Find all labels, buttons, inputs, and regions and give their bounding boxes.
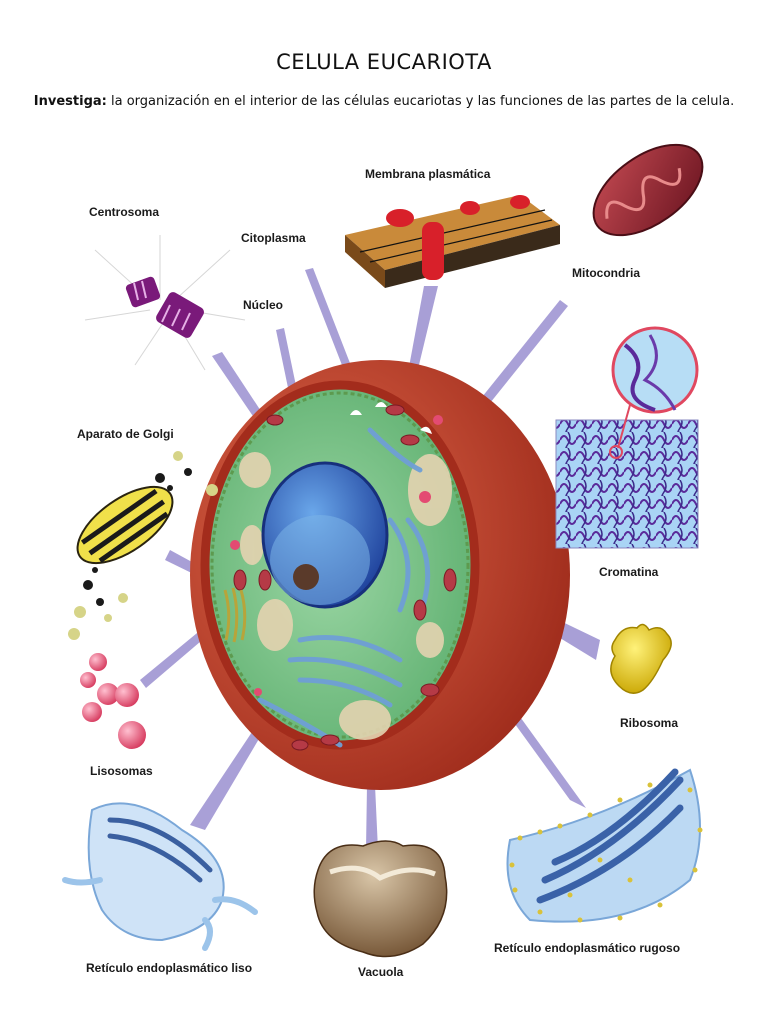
membrane-illustration (345, 195, 560, 288)
instruction-bold: Investiga: (33, 94, 107, 109)
label-vacuola: Vacuola (358, 965, 404, 979)
label-reticulo-liso: Retículo endoplasmático liso (86, 961, 253, 975)
label-mitocondria: Mitocondria (572, 266, 640, 280)
label-cromatina: Cromatina (599, 565, 659, 579)
instruction-text: Investiga: la organización en el interio… (0, 94, 768, 109)
label-reticulo-rugoso: Retículo endoplasmático rugoso (494, 941, 681, 955)
golgi-illustration (68, 451, 218, 640)
label-ribosoma: Ribosoma (620, 716, 679, 730)
label-aparato-golgi: Aparato de Golgi (77, 427, 174, 441)
instruction-body: la organización en el interior de las cé… (106, 94, 735, 109)
ribosome-illustration (610, 623, 672, 694)
centrosome-illustration (84, 235, 246, 371)
label-membrana-plasmatica: Membrana plasmática (365, 167, 491, 181)
vacuole-illustration (313, 840, 448, 958)
label-lisosomas: Lisosomas (90, 764, 153, 778)
page-title: CELULA EUCARIOTA (276, 50, 492, 74)
mitochondrion-illustration (592, 143, 704, 237)
chromatin-illustration (555, 326, 699, 549)
label-nucleo: Núcleo (243, 298, 284, 312)
lysosome-illustration (80, 653, 146, 749)
smooth-er-illustration (62, 802, 258, 951)
label-citoplasma: Citoplasma (241, 231, 306, 245)
cell-body (190, 360, 570, 790)
rough-er-illustration (506, 768, 703, 923)
label-centrosoma: Centrosoma (89, 205, 160, 219)
